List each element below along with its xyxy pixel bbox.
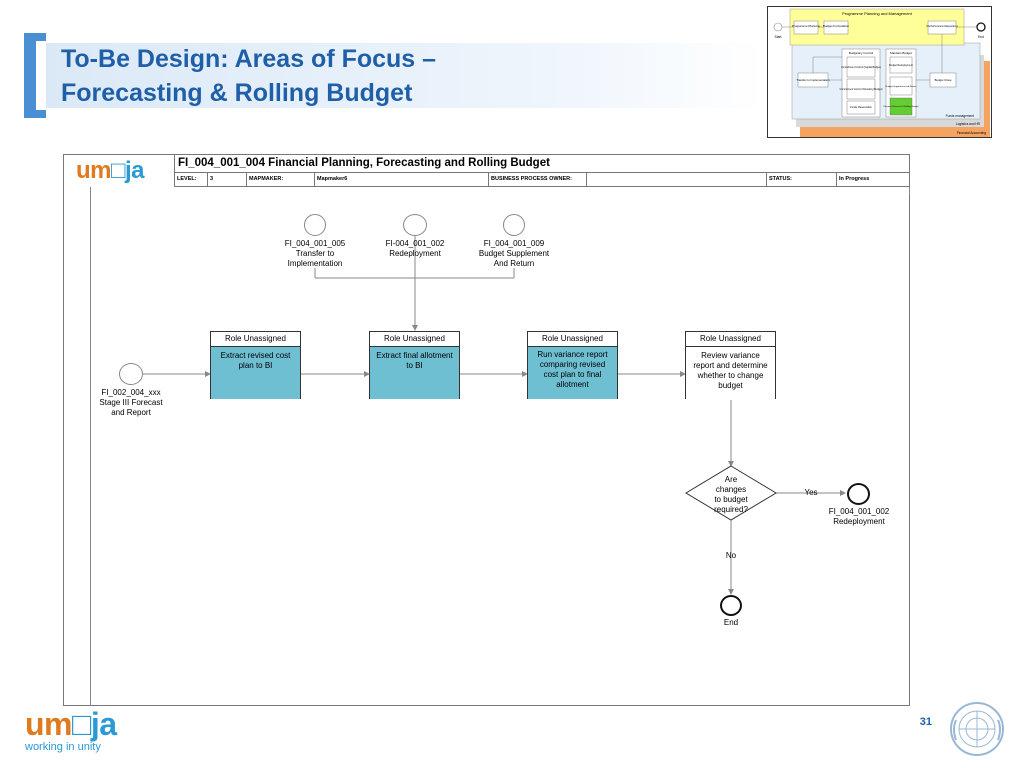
task-role: Role Unassigned: [211, 332, 300, 347]
thumb-funds-reservation: [846, 100, 876, 115]
input-event-transfer-label: FI_004_001_005 Transfer to Implementatio…: [284, 239, 346, 268]
slide-title-bar: To-Be Design: Areas of Focus – Forecasti…: [24, 33, 764, 118]
input-event-redeployment-label: FI-004_001_002 Redeployment: [385, 239, 445, 258]
thumb-financial-forecast-highlight: [889, 97, 913, 116]
footer-umoja-logo: um□ja working in unity: [25, 708, 135, 753]
task-role: Role Unassigned: [686, 332, 775, 347]
svg-text:Funds Reservation: Funds Reservation: [850, 105, 872, 109]
yes-label: Yes: [804, 488, 818, 497]
task-text: Extract final allotment to BI: [370, 347, 459, 399]
yes-target-event-label: FI_004_001_002 Redeployment: [828, 507, 890, 526]
thumb-top-title: Programme Planning and Management: [842, 11, 913, 16]
task-text: Extract revised cost plan to BI: [211, 347, 300, 399]
process-title: FI_004_001_004 Financial Planning, Forec…: [174, 155, 910, 173]
mapmaker-value: Mapmaker6: [315, 173, 489, 186]
title-band: [46, 43, 764, 108]
yes-target-event-circle: [847, 483, 870, 505]
thumb-end-circle: [976, 22, 986, 32]
task-run-variance-report: Role Unassigned Run variance report comp…: [527, 331, 618, 399]
thumb-start-label: Start: [775, 35, 782, 39]
end-event-label: End: [723, 618, 739, 627]
svg-text:Budgetary Control: Budgetary Control: [849, 51, 874, 55]
thumb-commit-op: [846, 78, 876, 100]
svg-text:Performance Reporting: Performance Reporting: [926, 24, 957, 28]
mapmaker-label: MAPMAKER:: [247, 173, 315, 186]
end-event-circle: [720, 595, 742, 616]
thumb-start-circle: [773, 22, 783, 32]
svg-text:Transfer to Implementation: Transfer to Implementation: [796, 78, 830, 82]
thumb-prog-planning: [793, 20, 819, 35]
header-logo: um□ja: [76, 157, 145, 184]
process-overview-thumbnail: Programme Planning and Management Start …: [767, 6, 992, 138]
owner-label: BUSINESS PROCESS OWNER:: [489, 173, 587, 186]
thumb-funds-mgmt-label: Funds management: [946, 114, 974, 118]
level-label: LEVEL:: [175, 173, 208, 186]
page-number: 31: [919, 716, 932, 728]
thumb-fin-accounting-label: Financial Accounting: [957, 131, 986, 135]
svg-text:Commitment Control (Capital Bu: Commitment Control (Capital Budget): [841, 66, 881, 69]
input-event-transfer-circle: [304, 214, 326, 236]
process-map-frame: um□ja FI_004_001_004 Financial Planning,…: [63, 154, 910, 706]
task-extract-revised-cost-plan: Role Unassigned Extract revised cost pla…: [210, 331, 301, 399]
thumb-end-label: End: [978, 35, 984, 39]
footer-tagline: working in unity: [25, 741, 101, 753]
decision-label: Are changes to budget required?: [714, 475, 748, 514]
thumb-logistics-label: Logistics and HR: [956, 122, 981, 126]
task-role: Role Unassigned: [528, 332, 617, 347]
slide-title: To-Be Design: Areas of Focus – Forecasti…: [61, 42, 436, 110]
swimlane-divider: [90, 187, 91, 705]
start-event-circle: [119, 363, 143, 385]
task-review-variance-report: Role Unassigned Review variance report a…: [685, 331, 776, 399]
svg-text:Budget Supplement and Return: Budget Supplement and Return: [886, 85, 917, 88]
thumb-budget-redeploy: [889, 56, 913, 74]
slide-title-line2: Forecasting & Rolling Budget: [61, 79, 413, 107]
svg-text:Commitment Control (Operating: Commitment Control (Operating Budget): [840, 88, 883, 91]
svg-text:Budget Close: Budget Close: [935, 78, 952, 82]
overview-map: Programme Planning and Management Start …: [773, 8, 990, 137]
task-text: Run variance report comparing revised co…: [528, 347, 617, 399]
svg-text:Budget Redeployment: Budget Redeployment: [889, 64, 913, 67]
thumb-commit-cap: [846, 56, 876, 78]
start-event-label: FI_002_004_xxx Stage III Forecast and Re…: [99, 388, 163, 417]
svg-text:Budget Formulation: Budget Formulation: [823, 24, 850, 28]
task-role: Role Unassigned: [370, 332, 459, 347]
svg-text:Programme Planning: Programme Planning: [792, 24, 821, 28]
svg-text:Financial Forecast & Rolling B: Financial Forecast & Rolling Budget: [884, 105, 919, 108]
level-value: 3: [208, 173, 247, 186]
task-extract-final-allotment: Role Unassigned Extract final allotment …: [369, 331, 460, 399]
status-label: STATUS:: [767, 173, 837, 186]
input-event-supplement-label: FI_004_001_009 Budget Supplement And Ret…: [478, 239, 550, 268]
process-header-row: LEVEL: 3 MAPMAKER: Mapmaker6 BUSINESS PR…: [174, 173, 910, 187]
thumb-budget-formulation: [823, 20, 849, 35]
owner-value: [587, 173, 767, 186]
status-value: In Progress: [839, 176, 870, 182]
svg-text:Maintain Budget: Maintain Budget: [890, 51, 912, 55]
un-emblem-icon: [950, 702, 1004, 756]
slide-title-line1: To-Be Design: Areas of Focus –: [61, 45, 437, 73]
thumb-budget-supp: [889, 76, 913, 96]
input-event-supplement-circle: [503, 214, 525, 236]
task-text: Review variance report and determine whe…: [686, 347, 775, 399]
input-event-redeployment-circle: [403, 214, 427, 236]
no-label: No: [725, 551, 737, 560]
